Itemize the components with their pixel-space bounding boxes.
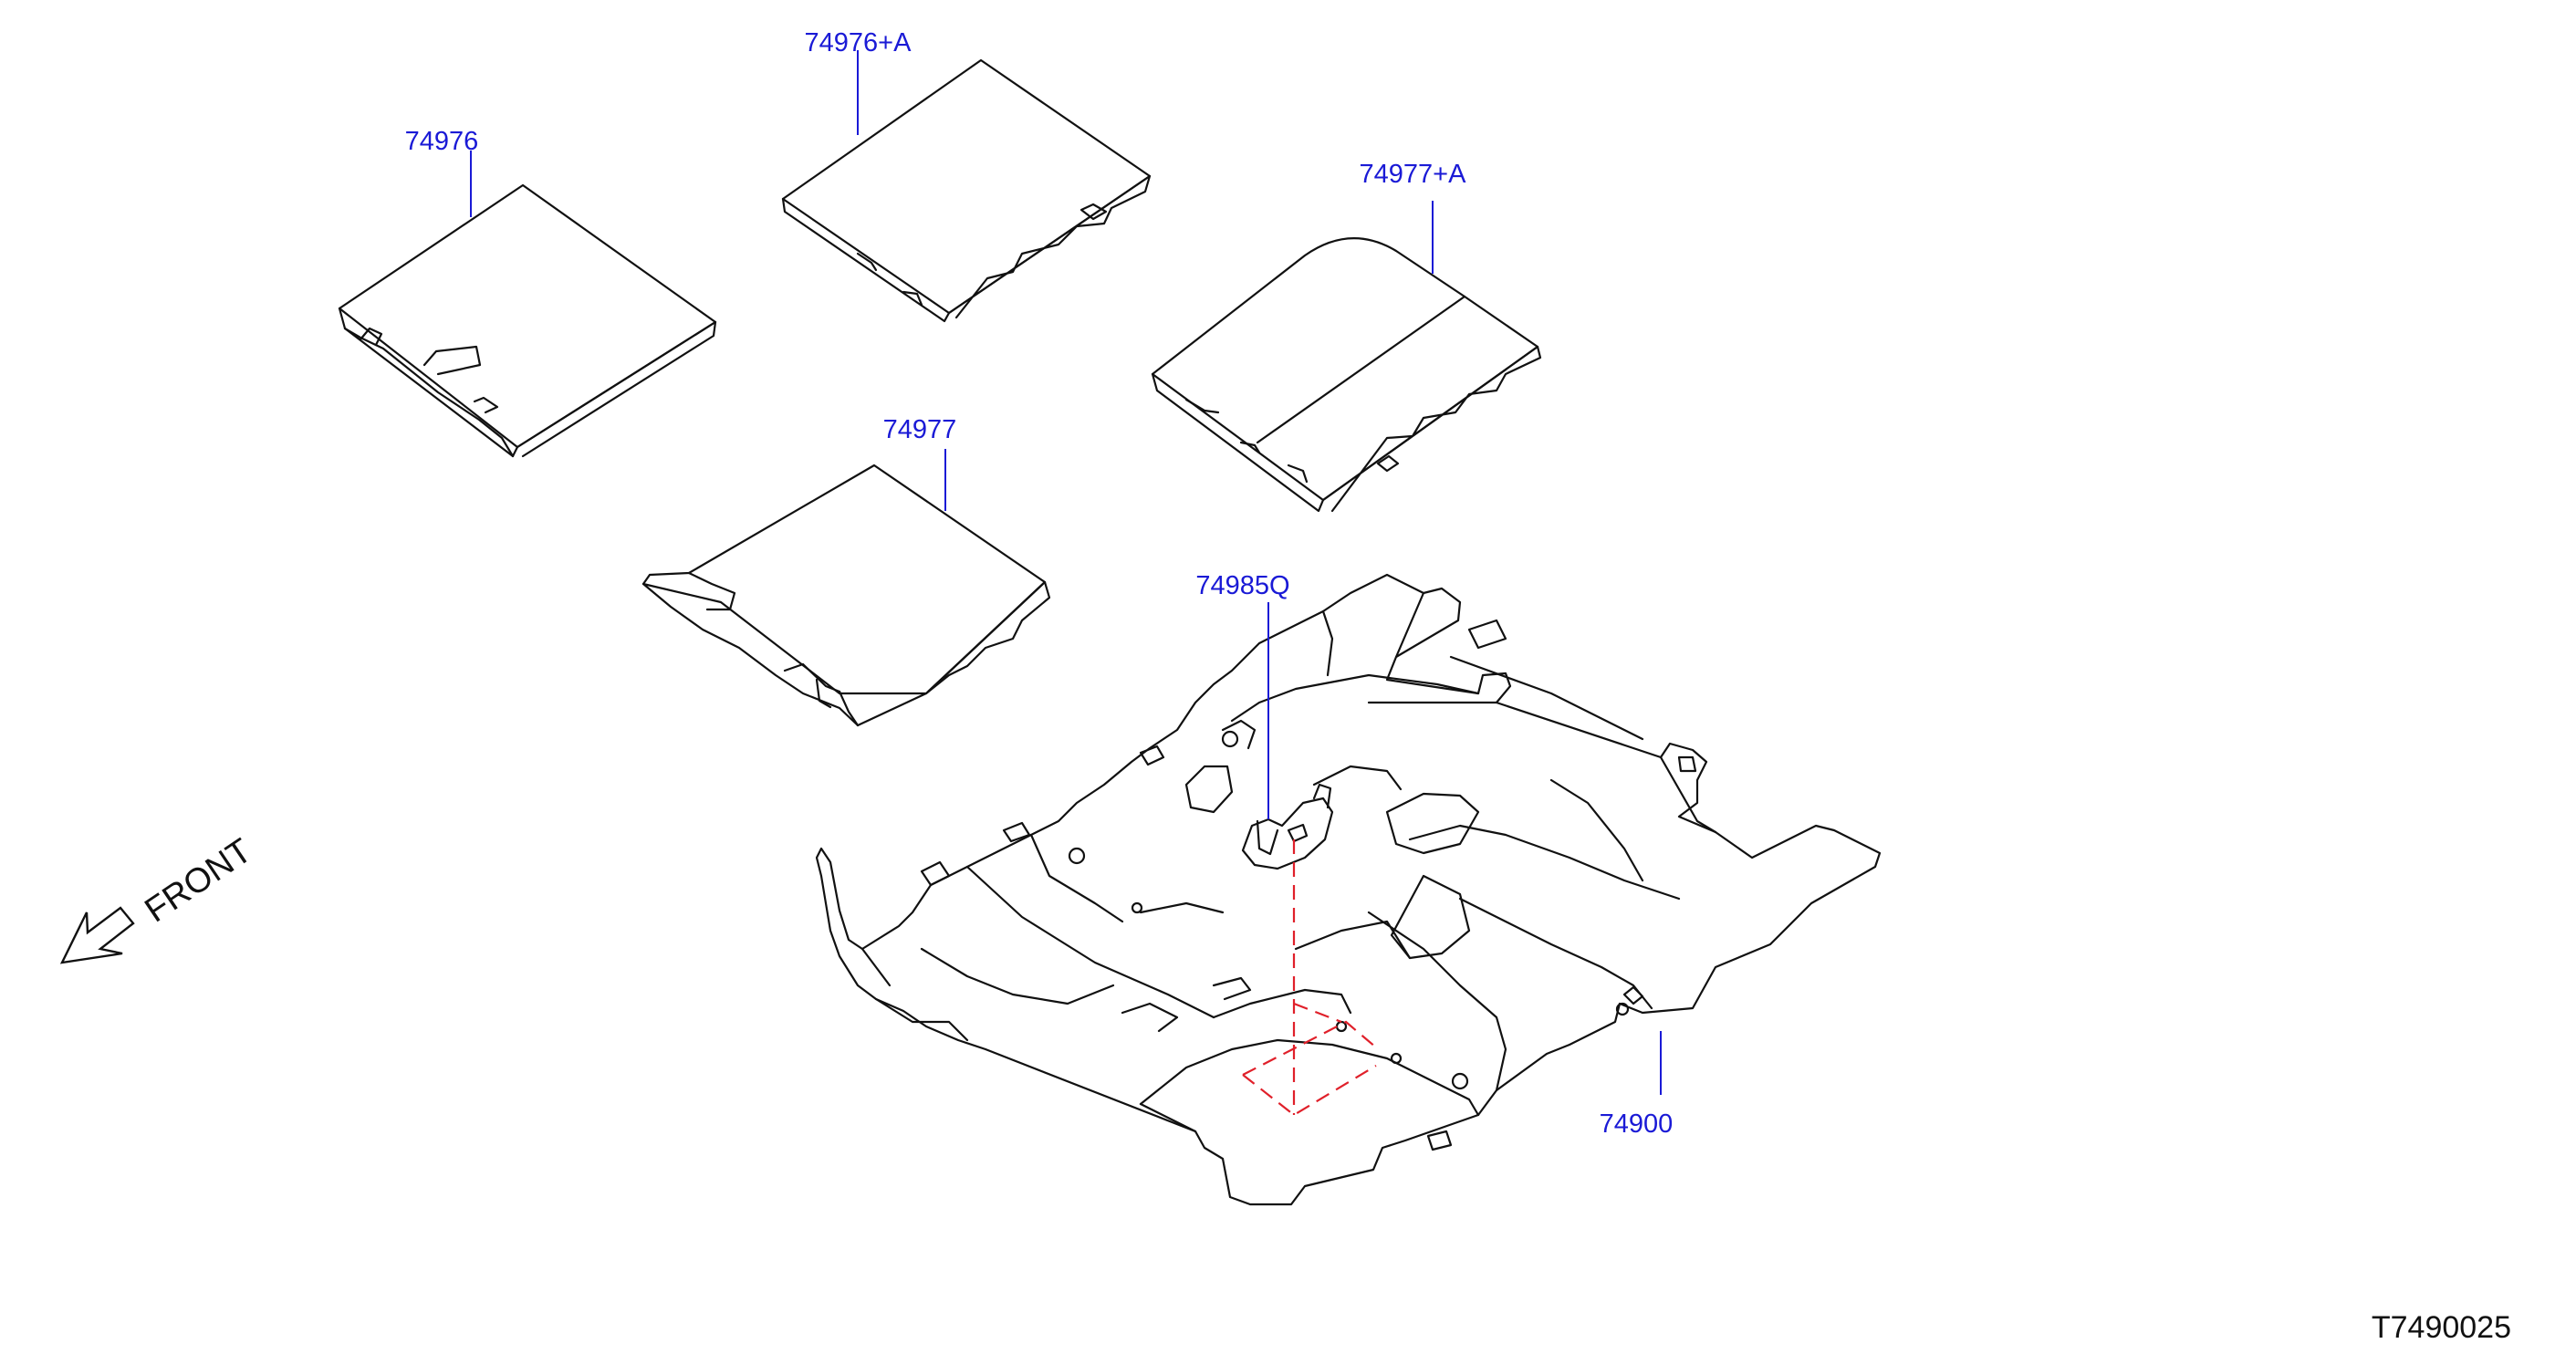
clip-74985q [1241,783,1334,870]
leader-lines [470,50,1662,1095]
diagram-code: T7490025 [2372,1310,2511,1345]
callout-74900[interactable]: 74900 [1600,1109,1674,1139]
front-label: FRONT [139,831,259,930]
callout-74976[interactable]: 74976 [405,127,479,156]
mat-74976a [781,58,1152,323]
callout-74976a[interactable]: 74976+A [805,28,913,57]
mat-74976 [338,183,717,458]
front-direction-arrow-icon [59,906,135,964]
carpet-74900 [815,573,1882,1206]
mat-74977a [1151,237,1542,513]
hidden-lines [1242,839,1377,1117]
callout-74977[interactable]: 74977 [883,415,957,444]
callout-74977a[interactable]: 74977+A [1360,160,1467,189]
mat-74977 [641,463,1051,727]
callout-74985q[interactable]: 74985Q [1195,571,1289,600]
